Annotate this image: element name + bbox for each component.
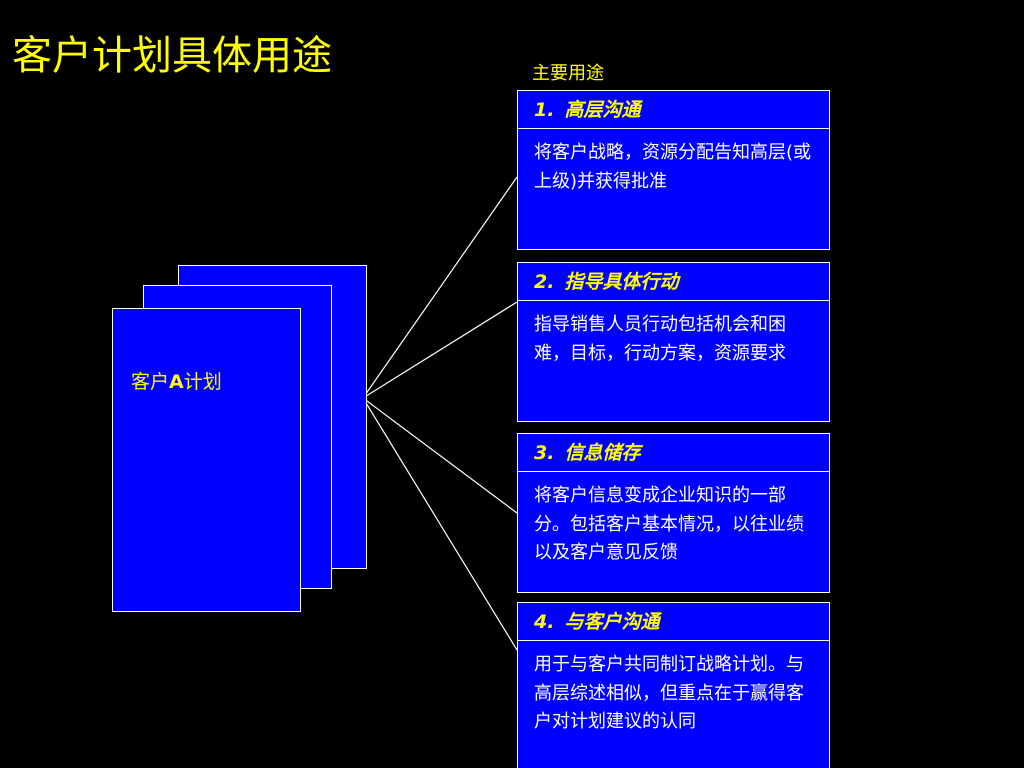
plan-label-prefix: 客户 <box>131 371 170 393</box>
connector-line-1 <box>362 176 518 399</box>
use-heading-4: 4. 与客户沟通 <box>518 603 829 641</box>
use-description-4: 用于与客户共同制订战略计划。与高层综述相似，但重点在于赢得客户对计划建议的认同 <box>534 654 804 732</box>
use-description-2: 指导销售人员行动包括机会和困难，目标，行动方案，资源要求 <box>534 314 786 364</box>
use-box-3: 3. 信息储存 将客户信息变成企业知识的一部分。包括客户基本情况，以往业绩以及客户… <box>517 433 830 593</box>
use-heading-text-2: 指导具体行动 <box>564 271 679 293</box>
plan-label: 客户A计划 <box>131 369 222 395</box>
use-number-2: 2. <box>534 271 555 293</box>
use-heading-1: 1. 高层沟通 <box>518 91 829 129</box>
use-description-3: 将客户信息变成企业知识的一部分。包括客户基本情况，以往业绩以及客户意见反馈 <box>534 485 804 563</box>
use-number-4: 4. <box>534 611 555 633</box>
connector-line-4 <box>362 397 518 651</box>
use-number-3: 3. <box>534 442 555 464</box>
use-heading-text-4: 与客户沟通 <box>564 611 660 633</box>
page-title: 客户计划具体用途 <box>12 33 332 79</box>
use-heading-2: 2. 指导具体行动 <box>518 263 829 301</box>
use-number-1: 1. <box>534 99 555 121</box>
connector-line-2 <box>362 301 518 399</box>
section-label: 主要用途 <box>532 63 604 84</box>
use-heading-text-1: 高层沟通 <box>564 99 641 121</box>
use-heading-3: 3. 信息储存 <box>518 434 829 472</box>
connector-line-3 <box>362 397 518 514</box>
use-description-1: 将客户战略，资源分配告知高层(或上级)并获得批准 <box>534 142 812 192</box>
plan-sheet-front: 客户A计划 <box>112 308 301 612</box>
use-box-4: 4. 与客户沟通 用于与客户共同制订战略计划。与高层综述相似，但重点在于赢得客户对… <box>517 602 830 768</box>
use-heading-text-3: 信息储存 <box>564 442 641 464</box>
plan-label-letter: A <box>169 371 184 393</box>
use-box-1: 1. 高层沟通 将客户战略，资源分配告知高层(或上级)并获得批准 <box>517 90 830 250</box>
use-box-2: 2. 指导具体行动 指导销售人员行动包括机会和困难，目标，行动方案，资源要求 <box>517 262 830 422</box>
plan-label-suffix: 计划 <box>183 371 222 393</box>
